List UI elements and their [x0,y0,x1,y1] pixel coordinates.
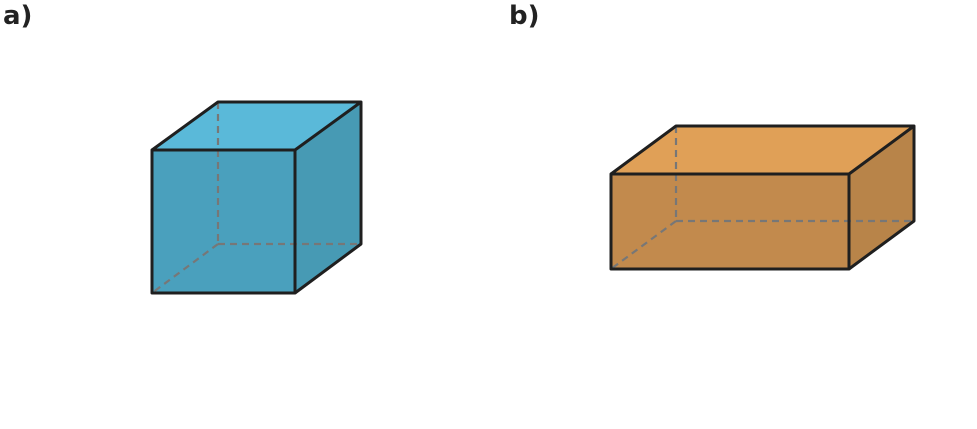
cube-front-face [152,150,295,293]
prism-visible-edges [609,124,916,271]
panel-a: a) [3,1,363,295]
cube-visible-edges [150,100,363,295]
panel-b: b) [509,1,916,271]
prism-side-face [849,126,914,269]
cube-top-face [152,102,361,150]
cube-hidden-edges [151,102,361,294]
panel-a-label: a) [3,1,32,31]
prism-top-face [611,126,914,174]
cube-side-face [295,102,361,293]
prism-hidden-edges [610,126,914,270]
panel-b-label: b) [509,1,540,31]
